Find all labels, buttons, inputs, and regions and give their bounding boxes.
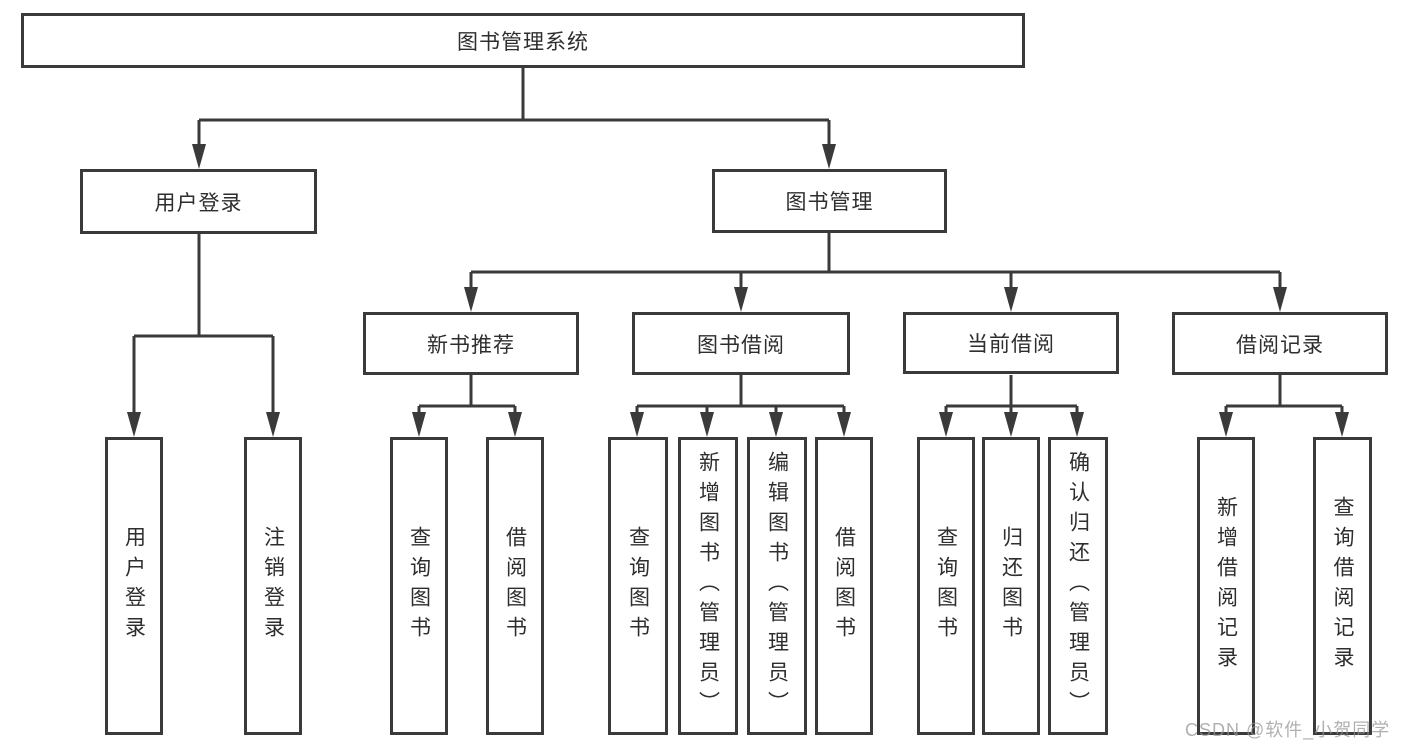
leaf-confirm-return-admin: 确认归还（管理员）	[1048, 437, 1108, 735]
leaf-add-books-admin-label: 新增图书（管理员）	[696, 451, 720, 721]
leaf-borrow-books-label: 借阅图书	[832, 526, 856, 646]
leaf-return-books: 归还图书	[982, 437, 1040, 735]
leaf-edit-books-admin-label: 编辑图书（管理员）	[765, 451, 789, 721]
leaf-query-books-recommend-label: 查询图书	[407, 526, 431, 646]
leaf-query-books-recommend: 查询图书	[390, 437, 448, 735]
node-current-borrowing: 当前借阅	[903, 312, 1119, 374]
node-book-borrowing: 图书借阅	[632, 312, 850, 375]
leaf-user-login: 用户登录	[105, 437, 163, 735]
leaf-logout: 注销登录	[244, 437, 302, 735]
node-root-label: 图书管理系统	[457, 30, 589, 54]
leaf-confirm-return-admin-label: 确认归还（管理员）	[1066, 451, 1090, 721]
leaf-query-borrow-record: 查询借阅记录	[1313, 437, 1372, 735]
leaf-query-books-borrowing: 查询图书	[608, 437, 668, 735]
leaf-add-books-admin: 新增图书（管理员）	[678, 437, 738, 735]
node-user-login-label: 用户登录	[154, 191, 243, 215]
leaf-query-books-current-label: 查询图书	[934, 526, 958, 646]
leaf-return-books-label: 归还图书	[999, 526, 1023, 646]
leaf-borrow-books: 借阅图书	[815, 437, 873, 735]
leaf-add-borrow-record: 新增借阅记录	[1197, 437, 1255, 735]
leaf-borrow-books-recommend-label: 借阅图书	[503, 526, 527, 646]
leaf-user-login-label: 用户登录	[122, 526, 146, 646]
node-book-management: 图书管理	[712, 169, 947, 233]
leaf-query-books-current: 查询图书	[917, 437, 975, 735]
node-borrowing-records: 借阅记录	[1172, 312, 1388, 375]
node-new-book-recommendation-label: 新书推荐	[427, 333, 515, 357]
leaf-query-borrow-record-label: 查询借阅记录	[1331, 496, 1354, 676]
node-current-borrowing-label: 当前借阅	[967, 333, 1055, 356]
leaf-logout-label: 注销登录	[261, 526, 285, 646]
leaf-query-books-borrowing-label: 查询图书	[626, 526, 650, 646]
leaf-edit-books-admin: 编辑图书（管理员）	[747, 437, 807, 735]
node-book-borrowing-label: 图书借阅	[697, 333, 785, 357]
node-user-login-group: 用户登录	[80, 169, 317, 234]
node-borrowing-records-label: 借阅记录	[1236, 333, 1324, 357]
node-book-management-label: 图书管理	[785, 191, 874, 214]
leaf-add-borrow-record-label: 新增借阅记录	[1214, 496, 1238, 676]
node-new-book-recommendation: 新书推荐	[363, 312, 579, 375]
node-root-system: 图书管理系统	[21, 13, 1025, 68]
csdn-watermark: CSDN @软件_小贺同学	[1185, 720, 1391, 740]
leaf-borrow-books-recommend: 借阅图书	[486, 437, 544, 735]
